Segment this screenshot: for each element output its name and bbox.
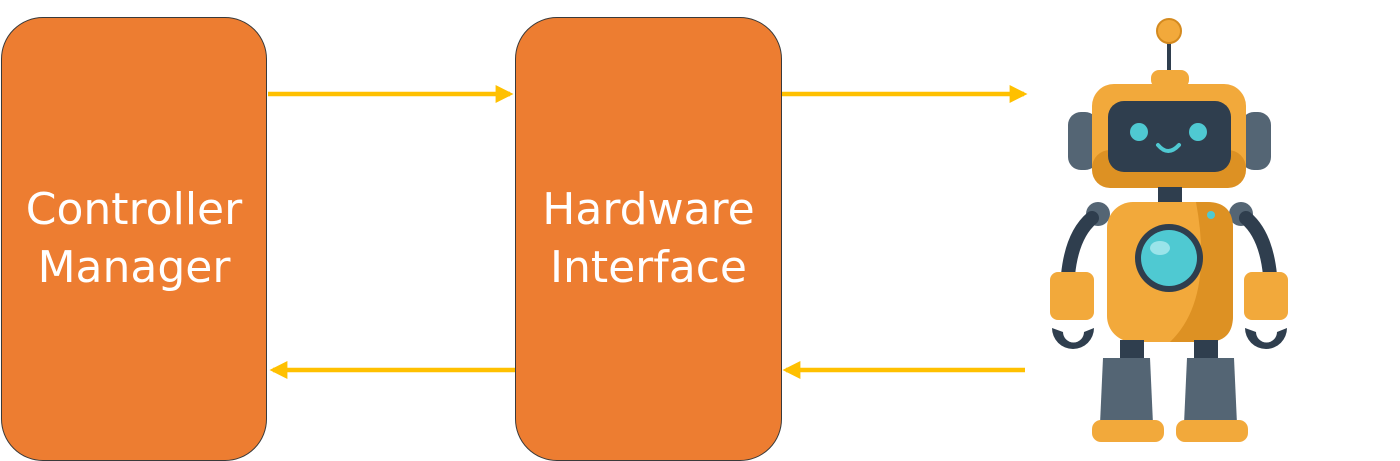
robot-icon [1050,18,1288,442]
controller-manager-block: Controller Manager [1,17,267,461]
controller-manager-label: Controller Manager [25,184,243,293]
hardware-interface-block: Hardware Interface [515,17,782,461]
hardware-interface-label: Hardware Interface [542,184,755,293]
